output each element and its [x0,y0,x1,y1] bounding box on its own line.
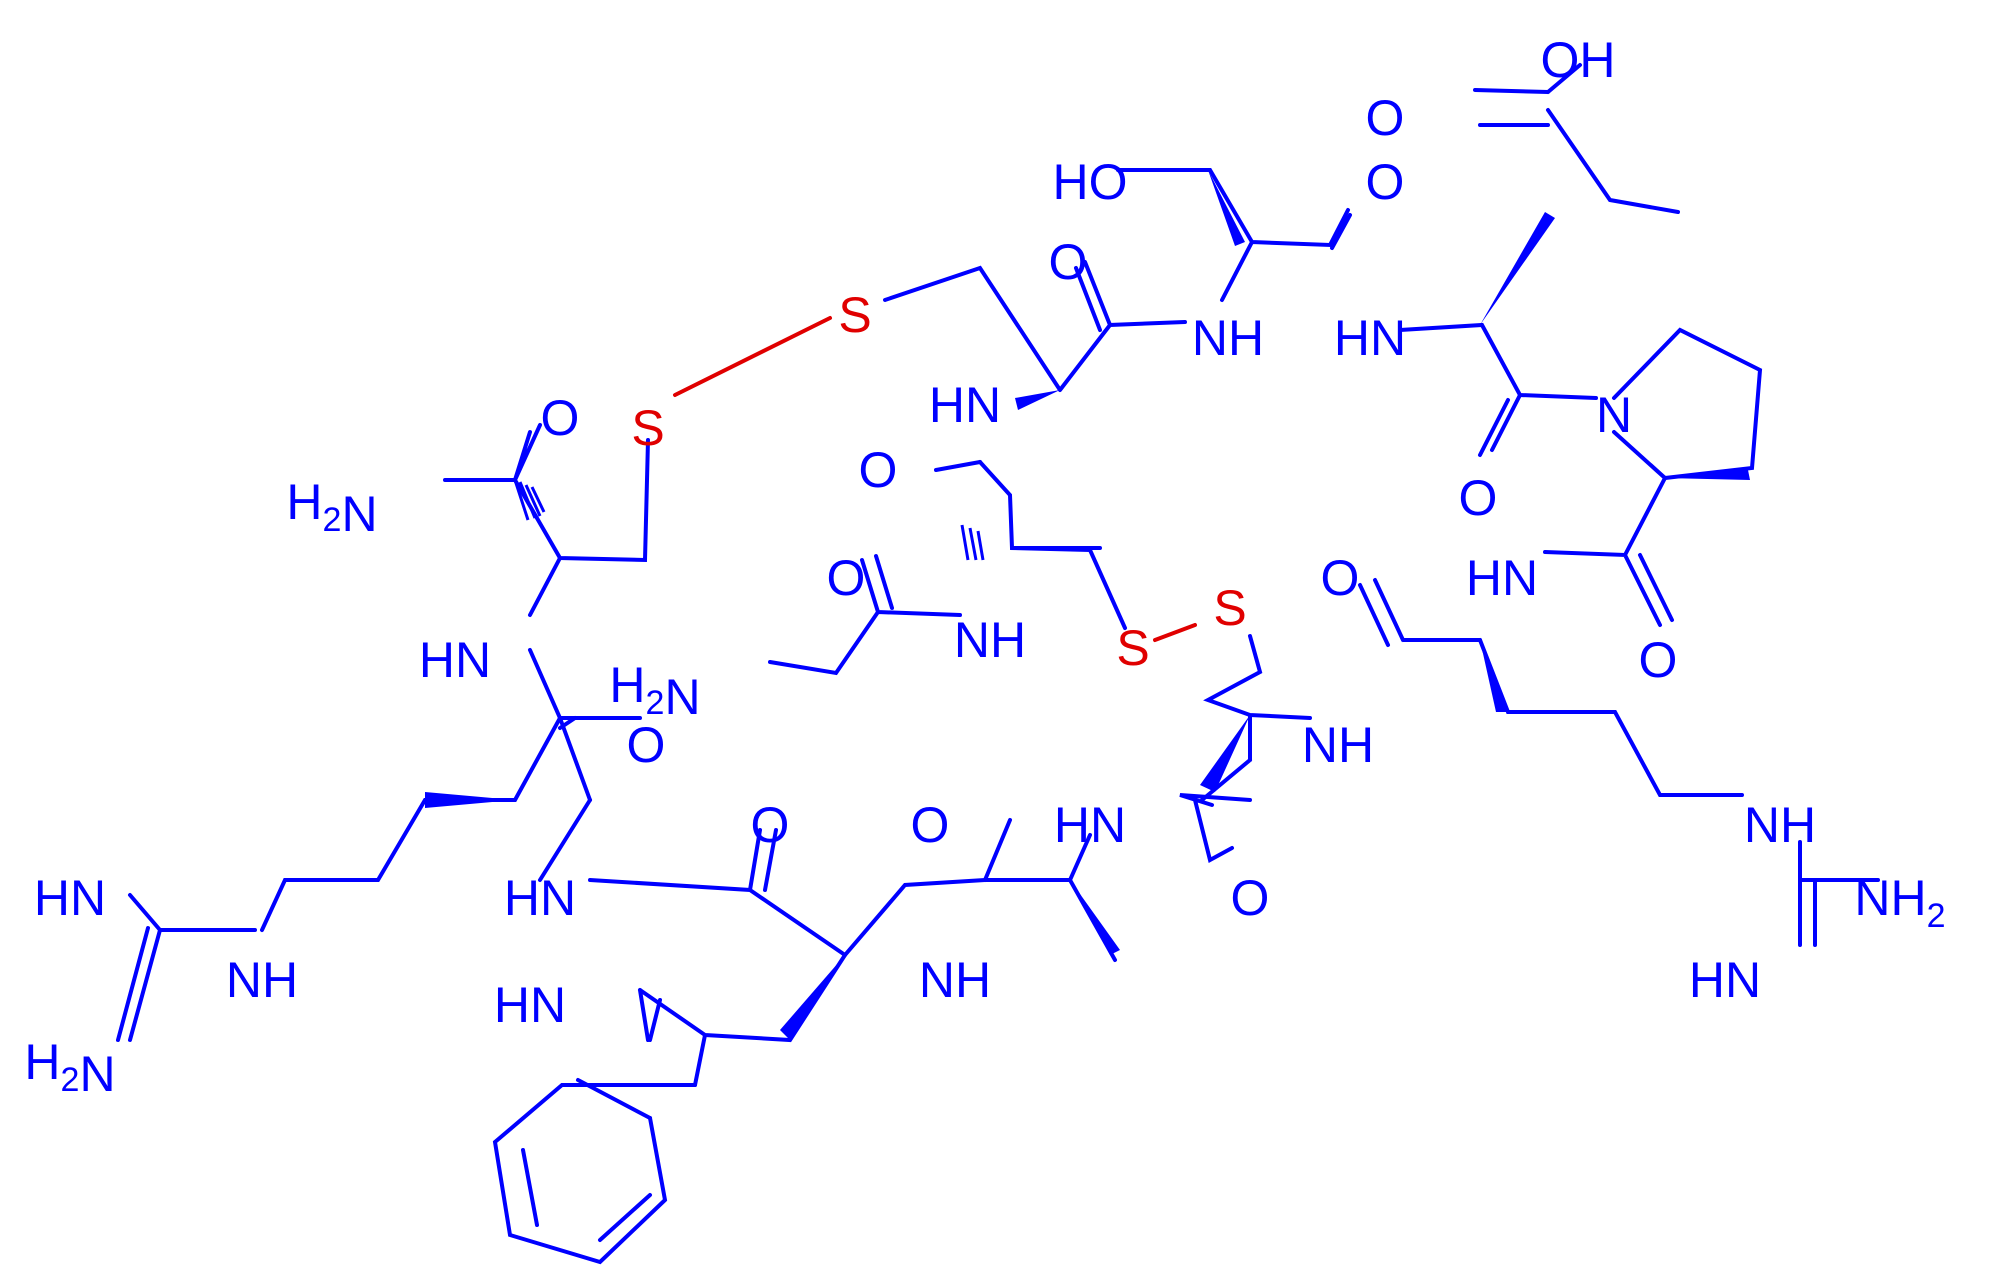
atom-label: NH [1302,717,1374,773]
atom-label: N [1596,387,1632,443]
atom-label: NH [1744,797,1816,853]
atom-label: HN [1689,952,1761,1008]
atom-label: O [1639,632,1678,688]
atom-label: O [859,442,898,498]
atom-label: HN [929,377,1001,433]
atom-label: O [1366,154,1405,210]
atom-label: HO [1053,154,1128,210]
atom-label: NH [226,952,298,1008]
stereo-hashes [513,479,985,561]
atom-label: O [911,797,950,853]
atom-label: O [1049,234,1088,290]
disulfide-bonds [673,316,1197,642]
atom-label: HN [34,870,106,926]
atom-label: O [827,550,866,606]
atom-label: S [1213,580,1246,636]
atom-label: HN [1334,310,1406,366]
atom-label: NH [919,952,991,1008]
atom-label: H2N [286,474,377,542]
atom-label: O [1231,870,1270,926]
atom-label: H2N [24,1034,115,1102]
atom-label: HN [494,977,566,1033]
atom-label: HN [1054,797,1126,853]
atom-label: NH2 [1854,870,1945,935]
atom-label: S [631,400,664,456]
atom-label: HN [419,632,491,688]
atom-label: HN [1466,550,1538,606]
atom-label: S [1116,620,1149,676]
atom-label: O [541,390,580,446]
atom-label: O [1321,550,1360,606]
atom-label: O [751,797,790,853]
atom-label: H2N [609,657,700,725]
atom-label: HN [504,870,576,926]
atom-label: NH [954,612,1026,668]
atom-label: O [627,717,666,773]
atom-label: S [838,287,871,343]
atom-label: OH [1541,32,1616,88]
atom-label: O [1459,470,1498,526]
atom-label: O [1366,90,1405,146]
atom-label: NH [1192,310,1264,366]
stereo-wedges [425,170,1750,1040]
